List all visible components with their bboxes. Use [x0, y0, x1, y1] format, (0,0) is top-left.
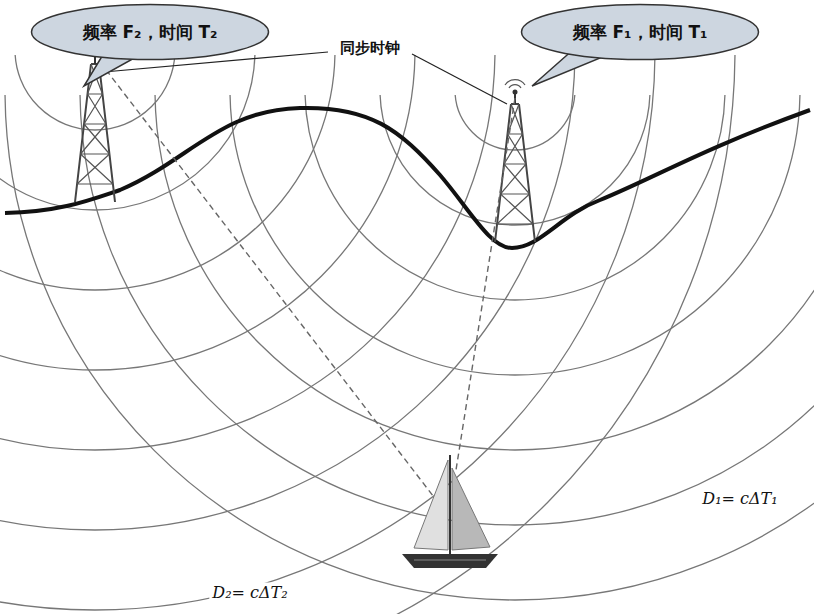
speech-bubble: 频率 F₁，时间 T₁ [520, 3, 760, 61]
terrain-line [5, 108, 810, 248]
sailboat [402, 455, 498, 568]
clock-label: 同步时钟 [337, 39, 403, 58]
bubble-text: 频率 F₂，时间 T₂ [83, 21, 218, 44]
transmitter-tower [495, 80, 535, 242]
distance-label: D₂= cΔT₂ [209, 583, 290, 602]
range-line [456, 98, 515, 470]
distance-label: D₁= cΔT₁ [699, 489, 780, 508]
wave-fronts [5, 95, 814, 600]
bubble-text: 频率 F₁，时间 T₁ [573, 21, 708, 44]
leader-line [412, 54, 507, 104]
range-line [100, 62, 440, 505]
speech-bubble: 频率 F₂，时间 T₂ [30, 3, 270, 61]
